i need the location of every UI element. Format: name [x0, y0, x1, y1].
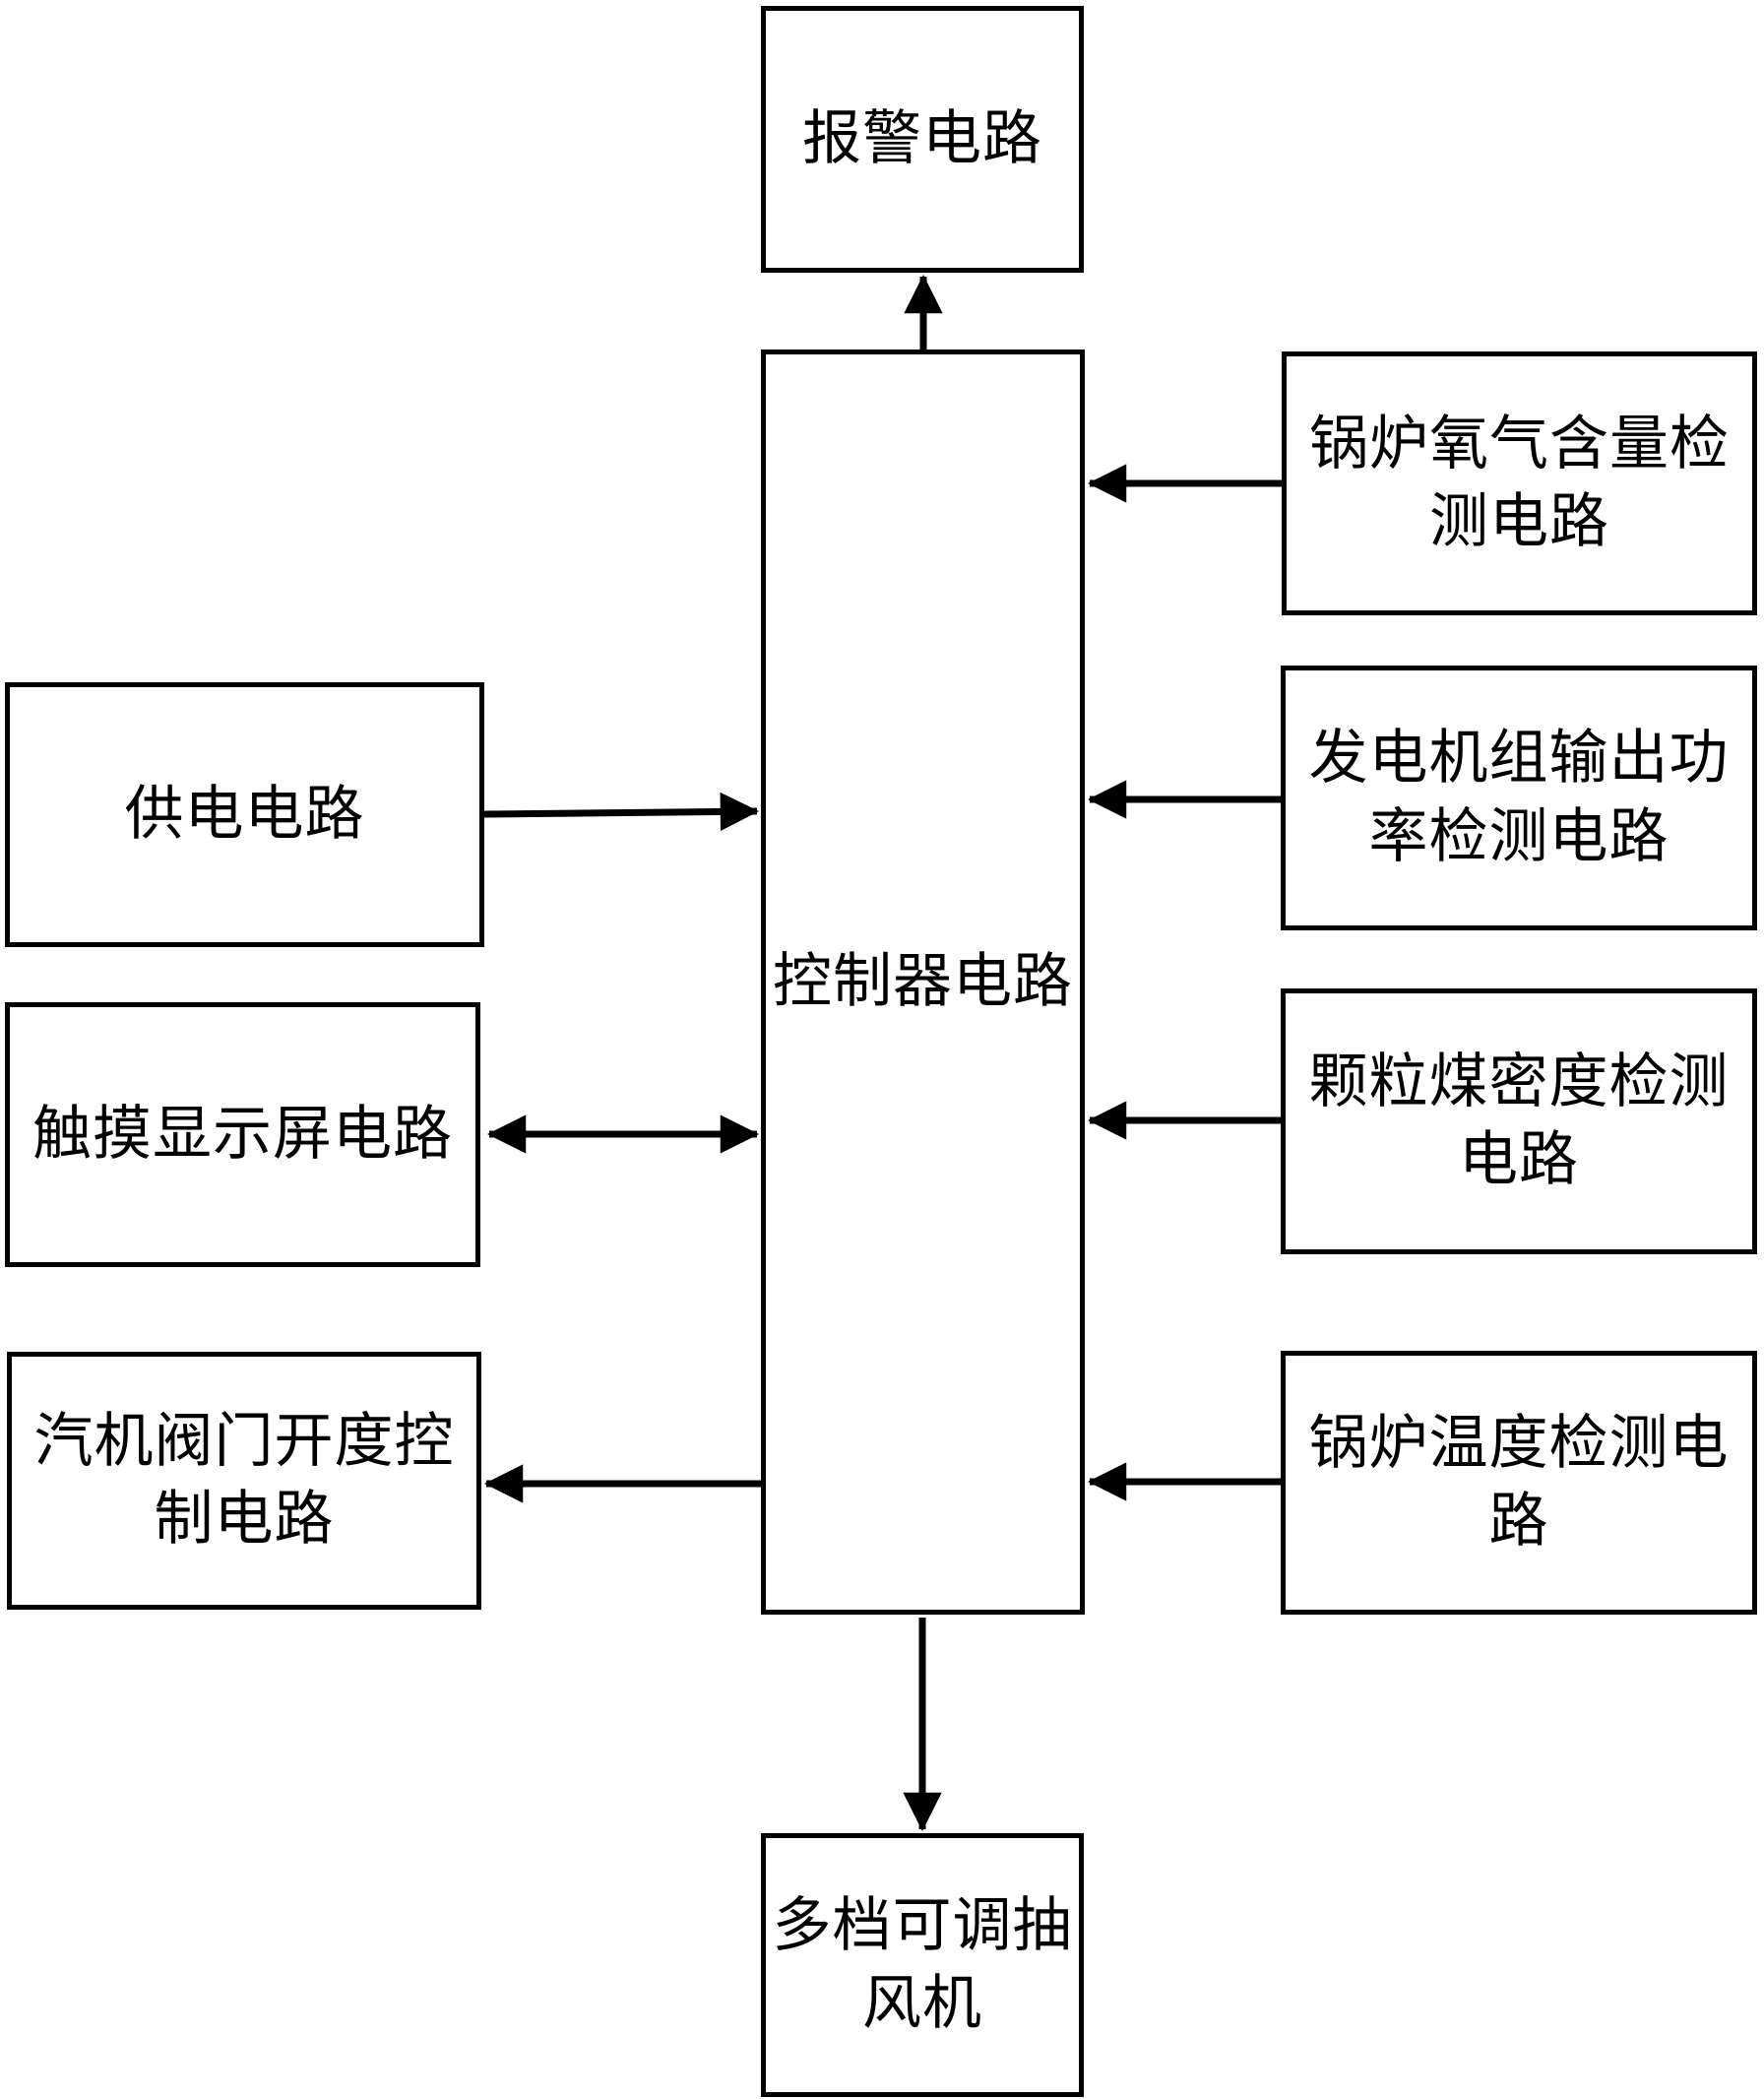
node-oxygen-label: 锅炉氧气含量检 测电路 — [1309, 409, 1730, 556]
node-boiler-oxygen-detection-circuit: 锅炉氧气含量检 测电路 — [1282, 351, 1757, 615]
node-turbine-valve-control-circuit: 汽机阀门开度控 制电路 — [7, 1352, 481, 1610]
node-genpower-label: 发电机组输出功 率检测电路 — [1308, 724, 1730, 871]
node-adjustable-exhaust-fan: 多档可调抽 风机 — [761, 1833, 1084, 2097]
node-fan-label: 多档可调抽 风机 — [772, 1890, 1073, 2038]
node-controller-circuit: 控制器电路 — [761, 350, 1085, 1615]
node-touch-label: 触摸显示屏电路 — [32, 1099, 453, 1169]
node-alarm-circuit: 报警电路 — [761, 6, 1084, 273]
node-coal-density-detection-circuit: 颗粒煤密度检测 电路 — [1281, 988, 1757, 1254]
node-boiler-temperature-detection-circuit: 锅炉温度检测电 路 — [1281, 1351, 1757, 1615]
node-touch-display-circuit: 触摸显示屏电路 — [5, 1002, 480, 1267]
node-controller-label: 控制器电路 — [773, 946, 1073, 1016]
node-temp-label: 锅炉温度检测电 路 — [1308, 1408, 1730, 1556]
node-valve-label: 汽机阀门开度控 制电路 — [33, 1406, 455, 1554]
node-alarm-label: 报警电路 — [802, 103, 1042, 173]
node-coal-label: 颗粒煤密度检测 电路 — [1308, 1047, 1730, 1194]
node-generator-output-power-detection-circuit: 发电机组输出功 率检测电路 — [1281, 666, 1757, 930]
node-power-label: 供电电路 — [124, 779, 365, 849]
node-power-supply-circuit: 供电电路 — [5, 682, 484, 947]
arrow-power-to-controller — [483, 792, 759, 832]
